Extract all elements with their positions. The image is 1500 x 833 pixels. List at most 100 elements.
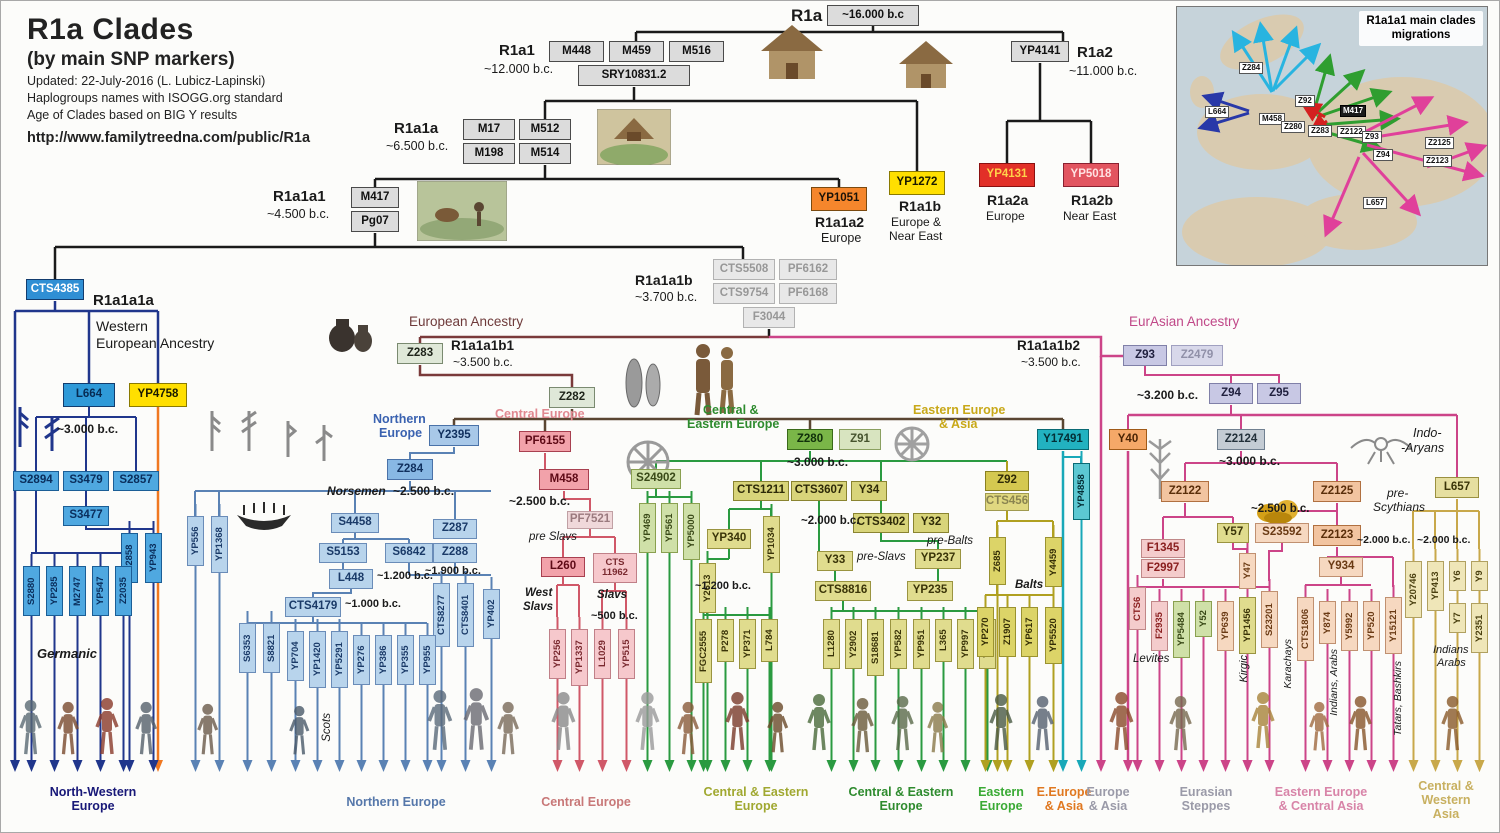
clade-node-yp955: YP955 xyxy=(419,635,436,685)
label-pre-slavs: pre Slavs xyxy=(529,531,577,543)
clade-node-z283: Z283 xyxy=(397,343,443,364)
clade-node-s18681: S18681 xyxy=(867,619,884,676)
clade-node-m417: M417 xyxy=(351,187,399,208)
clade-node-s6353: S6353 xyxy=(239,623,256,673)
clade-node-y874: Y874 xyxy=(1319,601,1336,644)
warrior-figure-illustration xyxy=(676,701,700,762)
page-title: R1a Clades xyxy=(27,13,194,46)
clade-node-y934: Y934 xyxy=(1319,557,1363,577)
clade-node-z2123: Z2123 xyxy=(1313,525,1361,546)
region-label-e-europe: E.Europe xyxy=(1036,785,1092,799)
clade-node-y52: Y52 xyxy=(1195,601,1212,637)
clade-node-z2479: Z2479 xyxy=(1171,345,1223,366)
shield-icons xyxy=(623,357,665,414)
clade-node-y15121: Y15121 xyxy=(1385,597,1402,654)
faravahar-symbol xyxy=(1349,431,1413,472)
clade-node-z2122: Z2122 xyxy=(1161,481,1209,502)
clade-node-yp276: YP276 xyxy=(353,635,370,685)
clade-node-l448: L448 xyxy=(329,569,373,589)
region-label-central-eastern: Central & Eastern xyxy=(703,785,809,799)
clade-node-m448: M448 xyxy=(549,41,604,62)
clade-node-y5992: Y5992 xyxy=(1341,601,1358,651)
label-balts: Balts xyxy=(1015,579,1044,591)
clade-node-cts6: CTS6 xyxy=(1129,587,1146,630)
map-label-z284: Z284 xyxy=(1239,62,1264,74)
clade-node-s2880: S2880 xyxy=(23,566,40,616)
label-indo: Indo- xyxy=(1413,426,1442,440)
clade-node-cts9754: CTS9754 xyxy=(713,283,775,304)
hut-illustration xyxy=(897,39,955,98)
clade-node-s3477: S3477 xyxy=(63,506,109,526)
clade-node-cts4385: CTS4385 xyxy=(26,279,84,300)
region-label-europe: Europe xyxy=(979,799,1023,813)
label-2-500-b-c: ~2.500 b.c. xyxy=(1251,503,1310,515)
label-norsemen: Norsemen xyxy=(327,484,386,498)
clade-node-yp371: YP371 xyxy=(739,619,756,669)
isogg-note: Haplogroups names with ISOGG.org standar… xyxy=(27,91,283,105)
clade-node-yp340: YP340 xyxy=(707,529,751,549)
label-3-200-b-c: ~3.200 b.c. xyxy=(1137,388,1199,402)
clade-node-y34: Y34 xyxy=(851,481,887,501)
hut-illustration xyxy=(759,23,825,90)
warrior-figure-illustration xyxy=(850,697,875,760)
clade-node-yp943: YP943 xyxy=(145,533,162,583)
label-northern: Northern xyxy=(373,412,426,426)
map-label-z2125: Z2125 xyxy=(1425,137,1454,149)
clade-node-yp617: YP617 xyxy=(1021,607,1038,657)
clade-node-y47: Y47 xyxy=(1239,553,1256,589)
clade-node-m512: M512 xyxy=(519,119,571,140)
clade-node-yp1034: YP1034 xyxy=(763,516,780,573)
clade-node-cts1806: CTS1806 xyxy=(1297,597,1314,661)
clade-node-z2125: Z2125 xyxy=(1313,481,1361,502)
clade-node-yp469: YP469 xyxy=(639,503,656,553)
rune-icon xyxy=(43,415,61,458)
label-2-000-b-c: ~2.000 b.c. xyxy=(801,515,860,527)
clade-node-yp639: YP639 xyxy=(1217,601,1234,651)
clade-node-y17491: Y17491 xyxy=(1037,429,1089,450)
clade-node-yp547: YP547 xyxy=(92,566,109,616)
clade-node-s5153: S5153 xyxy=(319,543,367,563)
clade-node-yp1272: YP1272 xyxy=(889,171,945,195)
clade-node-f2935: F2935 xyxy=(1151,601,1168,651)
label-2-500-b-c: ~2.500 b.c. xyxy=(393,484,455,498)
warrior-figure-illustration xyxy=(1250,691,1276,756)
clade-node-16000bc: ~16.000 b.c xyxy=(827,5,919,26)
label-european-ancestry: European Ancestry xyxy=(96,335,215,351)
clade-node-yp4131: YP4131 xyxy=(979,163,1035,187)
label-r1a2a: R1a2a xyxy=(987,192,1029,208)
warrior-figure-illustration xyxy=(56,701,80,762)
clade-node-f1345: F1345 xyxy=(1141,539,1185,558)
warrior-figure-illustration xyxy=(496,701,520,762)
clade-node-l664: L664 xyxy=(63,383,115,407)
clade-node-y6: Y6 xyxy=(1449,561,1466,591)
map-label-z283: Z283 xyxy=(1308,125,1333,137)
clade-node-y9: Y9 xyxy=(1471,561,1488,591)
label-central: Central & xyxy=(703,403,759,417)
clade-node-z2124: Z2124 xyxy=(1217,429,1265,450)
clade-node-cts1211: CTS1211 xyxy=(733,481,789,501)
clade-node-m516: M516 xyxy=(669,41,724,62)
label-slavs: Slavs xyxy=(523,601,554,613)
clade-node-y32: Y32 xyxy=(913,513,949,533)
clade-node-yp256: YP256 xyxy=(549,629,566,679)
clade-node-z92: Z92 xyxy=(985,471,1029,491)
clade-node-m458: M458 xyxy=(539,469,589,490)
label-scots: Scots xyxy=(321,713,333,742)
clade-node-cts3402: CTS3402 xyxy=(853,513,909,533)
clade-node-s3479: S3479 xyxy=(63,471,109,491)
clade-node-y2351: Y2351 xyxy=(1471,603,1488,653)
label-r1a1a1b: R1a1a1b xyxy=(635,272,693,288)
clade-node-yp386: YP386 xyxy=(375,635,392,685)
warrior-figure-illustration xyxy=(462,687,491,758)
clade-node-y7: Y7 xyxy=(1449,603,1466,633)
world-tree-symbol xyxy=(1145,437,1175,506)
label-europe: Europe xyxy=(986,209,1025,223)
region-label-asia: & Asia xyxy=(1044,799,1084,813)
label-karachays: Karachays xyxy=(1282,639,1294,689)
clade-node-m514: M514 xyxy=(519,143,571,164)
region-label-europe: Europe xyxy=(734,799,778,813)
clade-node-pf6168: PF6168 xyxy=(779,283,837,304)
warrior-figure-illustration xyxy=(1308,701,1331,758)
sun-wheel-symbol xyxy=(893,425,931,468)
warrior-figure-illustration xyxy=(196,703,219,762)
